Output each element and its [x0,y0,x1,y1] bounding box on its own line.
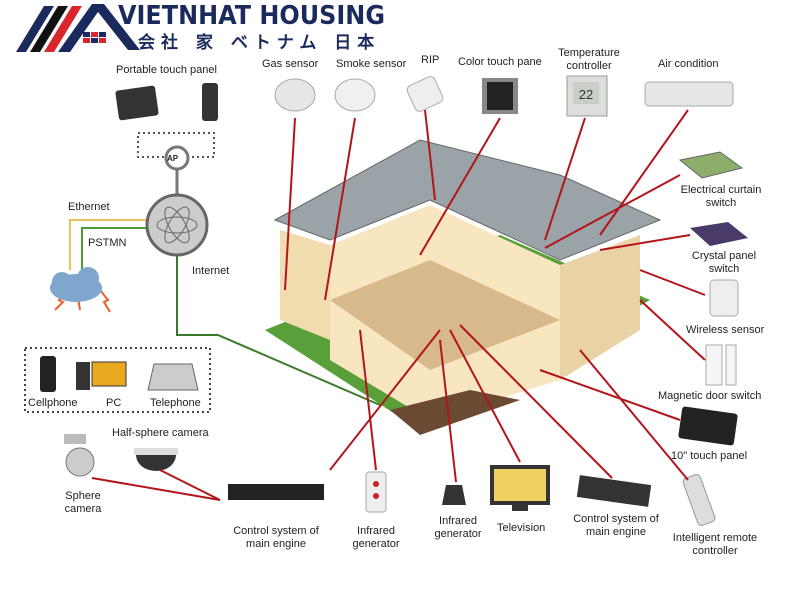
label-control-system: Control system of main engine [233,525,319,550]
cloud-icon [50,267,102,302]
rip-sensor-icon [406,76,444,112]
crystal-panel-switch-icon [690,222,748,246]
label-cellphone: Cellphone [28,397,78,409]
label-curtain-switch: Electrical curtain switch [680,184,762,209]
wireless-sensor-icon [709,279,739,317]
half-sphere-camera-icon [134,448,178,471]
touch-panel-10-icon [678,406,738,446]
infrared-generator-icon [365,471,387,513]
control-system-2-icon [576,475,652,507]
label-intelligent-remote: Intelligent remote controller [672,532,758,557]
intelligent-remote-icon [682,474,716,526]
label-crystal-panel-switch: Crystal panel switch [691,250,757,275]
smoke-sensor-icon [334,78,376,112]
label-half-sphere-camera: Half-sphere camera [112,427,209,439]
label-sphere-camera: Sphere camera [64,490,102,515]
house-illustration [265,139,662,435]
infrared-generator-2-icon [442,485,466,505]
portable-touch-panel-icon [115,85,159,121]
label-infrared-generator: Infrared generator [352,525,400,550]
label-control-system-2: Control system of main engine [573,513,659,538]
curtain-switch-icon [678,151,744,179]
telephone-icon [147,363,199,391]
logo-subtitle: 会社 家 ベトナム 日本 [138,33,381,53]
label-color-touch-pane: Color touch pane [458,56,542,68]
label-television: Television [497,522,546,534]
color-touch-panel-icon [482,78,518,114]
router-icon [145,193,209,257]
gas-sensor-icon [274,78,316,112]
magnetic-door-switch-icon [705,344,737,386]
control-system-icon [228,484,324,500]
air-conditioner-icon [644,81,734,107]
label-ap: AP [167,154,179,163]
label-temperature-controller: Temperature controller [558,47,620,72]
label-air-condition: Air condition [658,58,719,70]
label-pc: PC [106,397,122,409]
label-pstmn: PSTMN [88,237,127,249]
sphere-camera-icon [64,434,95,477]
label-rip: RIP [421,54,440,66]
label-infrared-generator-2: Infrared generator [434,515,482,540]
label-portable-touch-panel: Portable touch panel [116,64,217,76]
logo-title: VIETNHAT HOUSING [118,1,385,31]
pc-icon [76,361,127,390]
ap-node-icon [164,145,190,171]
label-wireless-sensor: Wireless sensor [686,324,765,336]
remote-phone-icon [202,83,218,121]
label-ethernet: Ethernet [68,201,110,213]
label-10-touch-panel: 10" touch panel [671,450,748,462]
television-icon [490,465,550,511]
temperature-controller-icon: 22 [566,75,608,117]
label-internet: Internet [192,265,230,277]
label-telephone: Telephone [150,397,201,409]
label-magnetic-door-switch: Magnetic door switch [658,390,762,402]
cellphone-icon [40,356,56,392]
connector-lines [91,109,706,501]
temperature-readout: 22 [579,87,593,102]
logo-mark [16,4,140,52]
label-smoke-sensor: Smoke sensor [336,58,407,70]
label-gas-sensor: Gas sensor [262,58,319,70]
